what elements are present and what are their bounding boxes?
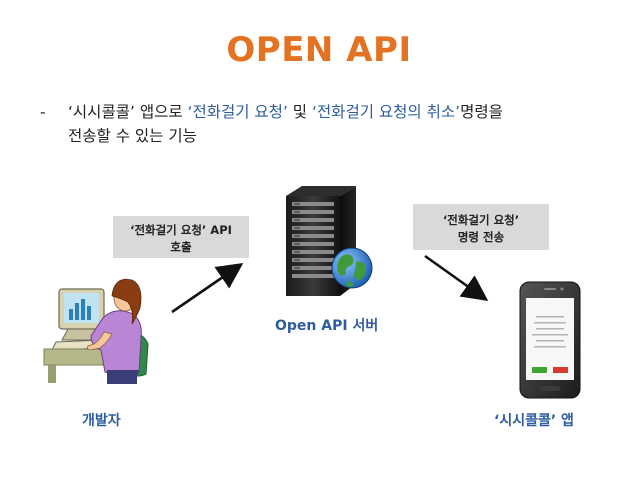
phone-icon — [519, 281, 581, 399]
bullet-point: - ‘시시콜콜’ 앱으로 ‘전화걸기 요청’ 및 ‘전화걸기 요청의 취소’명령… — [40, 100, 600, 148]
globe-icon — [331, 247, 373, 289]
app-label: ‘시시콜콜’ 앱 — [494, 413, 574, 429]
page-title: OPEN API — [226, 30, 412, 70]
bullet-part-1: ‘시시콜콜’ 앱으로 — [68, 103, 188, 121]
arrow-to-app — [424, 254, 489, 302]
callout-api-call-line2: 호출 — [170, 240, 192, 254]
arrow-to-server — [171, 263, 244, 314]
bullet-part-5: 명령을 — [460, 103, 503, 121]
developer-label: 개발자 — [82, 413, 121, 429]
bullet-dash: - — [40, 103, 46, 121]
callout-command-send-line1: ‘전화걸기 요청’ — [442, 213, 520, 227]
bullet-part-3: 및 — [287, 103, 312, 121]
callout-command-send-line2: 명령 전송 — [457, 230, 505, 244]
bullet-part-2: ‘전화걸기 요청’ — [187, 103, 288, 121]
callout-api-call: ‘전화걸기 요청’ API 호출 — [113, 216, 249, 258]
developer-icon — [43, 278, 149, 384]
bullet-line-2: 전송할 수 있는 기능 — [68, 127, 197, 145]
server-label: Open API 서버 — [275, 318, 379, 334]
callout-command-send: ‘전화걸기 요청’ 명령 전송 — [413, 204, 549, 250]
bullet-part-4: ‘전화걸기 요청의 취소’ — [312, 103, 461, 121]
callout-api-call-line1: ‘전화걸기 요청’ API — [130, 223, 232, 237]
